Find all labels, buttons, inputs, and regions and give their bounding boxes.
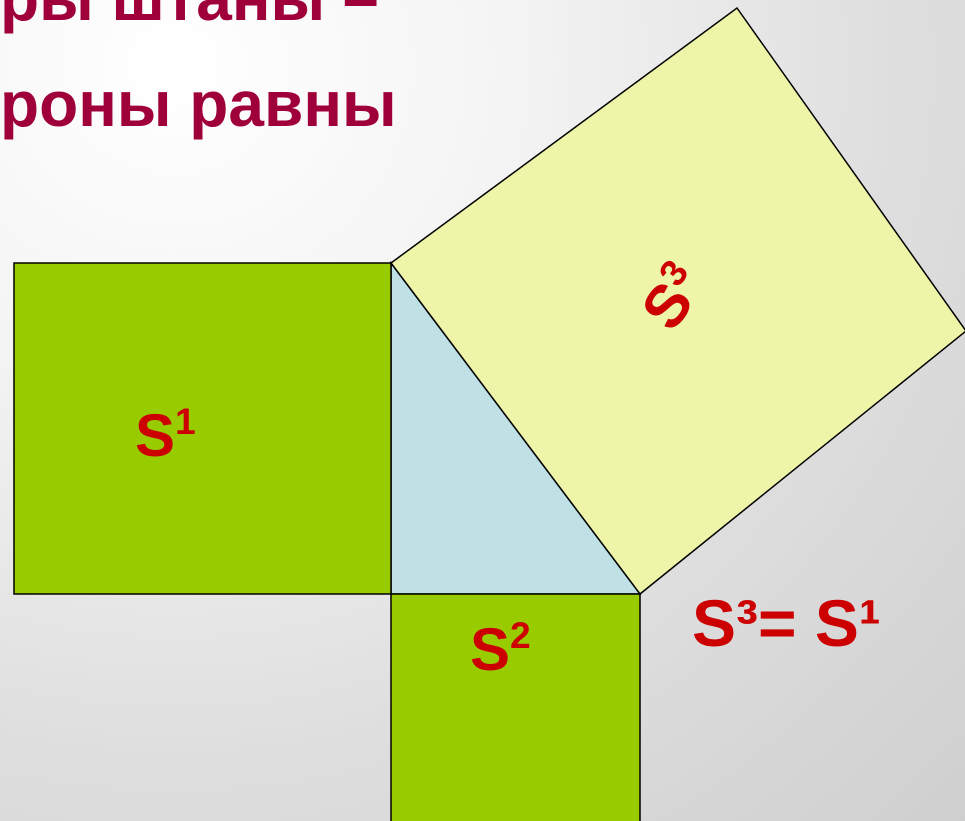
slide-title-line-1: ры штаны – <box>0 0 379 30</box>
square-2-label: S2 <box>470 614 531 683</box>
square-2 <box>390 593 641 821</box>
square-1-label-index: 1 <box>175 400 196 442</box>
slide-title-line-2: роны равны <box>0 68 397 140</box>
square-1-label: S1 <box>135 400 196 469</box>
square-1-label-base: S <box>135 402 175 469</box>
square-2-label-base: S <box>470 616 510 683</box>
square-1 <box>13 262 392 595</box>
area-formula: S³= S¹ <box>692 586 881 660</box>
square-2-label-index: 2 <box>510 614 531 656</box>
square-3 <box>389 6 965 596</box>
